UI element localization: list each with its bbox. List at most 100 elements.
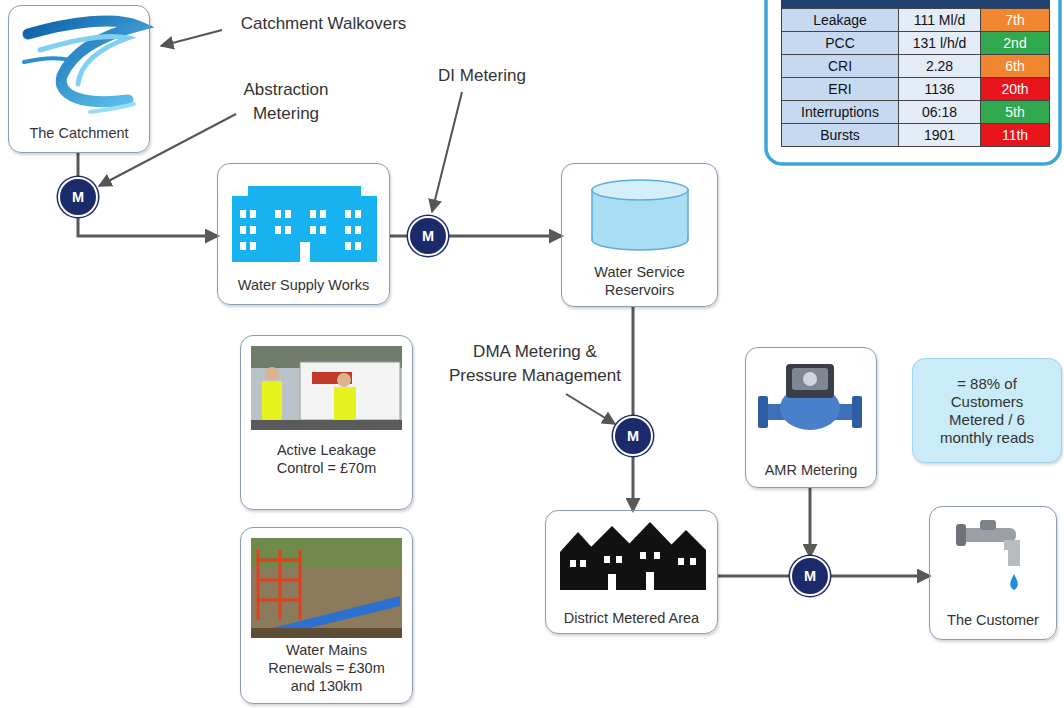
- flow-connector: [77, 153, 80, 177]
- houses-icon: [590, 526, 634, 590]
- river-icon: [40, 37, 128, 85]
- meter-circle: M: [790, 556, 830, 596]
- building-icon: [240, 210, 246, 218]
- renewals-photo: [251, 538, 402, 638]
- flow-connector: [809, 488, 812, 556]
- meter-letter: M: [422, 224, 434, 248]
- leakage-box: Active Leakage Control = £70m: [240, 335, 413, 510]
- reservoir-box: Water Service Reservoirs: [561, 163, 718, 307]
- leakage-photo: [262, 381, 282, 421]
- building-icon: [355, 242, 361, 250]
- building-icon: [240, 226, 246, 234]
- node-text: District Metered Area: [552, 609, 712, 627]
- leakage-photo: [265, 367, 279, 381]
- houses-icon: [678, 558, 684, 565]
- flow-connector: [830, 575, 929, 578]
- leakage-photo: [251, 346, 402, 430]
- meter-icon: [786, 364, 834, 398]
- table-cell: 131 l/h/d: [898, 31, 981, 55]
- table-cell: 1136: [898, 77, 981, 101]
- river-icon: [90, 104, 134, 112]
- table-panel: [766, 0, 1060, 164]
- table-panel: [781, 0, 898, 8]
- houses-icon: [666, 530, 706, 590]
- building-icon: [275, 210, 281, 218]
- leakage-photo: [337, 373, 351, 387]
- meter-circle: M: [613, 416, 653, 456]
- node-text: The Customer: [934, 611, 1052, 629]
- river-icon: [28, 21, 138, 102]
- table-cell: 06:18: [898, 100, 981, 124]
- node-text: The Catchment: [17, 124, 141, 142]
- renewals-photo: [251, 538, 402, 568]
- building-icon: [310, 226, 316, 234]
- houses-icon: [690, 558, 696, 565]
- houses-icon: [560, 522, 706, 590]
- leader-line: [432, 92, 462, 212]
- building-icon: [310, 210, 316, 218]
- building-icon: [285, 226, 291, 234]
- node-text: Water Supply Works: [226, 276, 381, 294]
- table-cell: 7th: [980, 8, 1050, 32]
- meter-icon: [803, 372, 817, 386]
- table-cell: PCC: [781, 31, 899, 55]
- building-icon: [240, 242, 246, 250]
- flow-connector: [78, 217, 217, 236]
- building-icon: [240, 210, 361, 262]
- building-icon: [345, 226, 351, 234]
- works-box: Water Supply Works: [217, 163, 390, 305]
- node-text: AMR Metering: [751, 461, 871, 479]
- houses-icon: [580, 560, 586, 567]
- callout-label: DI Metering: [432, 64, 532, 88]
- tap-icon: [1004, 540, 1020, 566]
- leader-line: [99, 30, 615, 424]
- renewals-photo: [258, 599, 300, 602]
- table-panel: [766, 0, 1060, 164]
- building-icon: [250, 210, 256, 218]
- table-cell: 2nd: [980, 31, 1050, 55]
- tap-icon: [1010, 574, 1018, 590]
- leader-line: [99, 114, 236, 186]
- houses-icon: [616, 556, 622, 563]
- table-cell: 20th: [980, 77, 1050, 101]
- node-text: = 88% of Customers Metered / 6 monthly r…: [925, 375, 1049, 447]
- node-text: Water Mains Renewals = £30m and 130km: [257, 641, 397, 695]
- building-icon: [250, 242, 256, 250]
- callout-label: Abstraction Metering: [216, 78, 356, 126]
- building-icon: [250, 226, 256, 234]
- houses-icon: [570, 560, 576, 567]
- table-cell: 11th: [980, 123, 1050, 147]
- meter-letter: M: [72, 185, 84, 209]
- table-cell: Leakage: [781, 8, 899, 32]
- flow-connector: [632, 456, 635, 510]
- node-text: Water Service Reservoirs: [577, 263, 702, 299]
- meter-icon: [852, 396, 862, 428]
- houses-icon: [640, 552, 646, 559]
- leakage-photo: [334, 387, 356, 423]
- callout-label: DMA Metering & Pressure Management: [440, 340, 630, 388]
- building-icon: [320, 226, 326, 234]
- tap-icon: [980, 520, 996, 530]
- flow-connector: [390, 235, 408, 238]
- meter-circle: M: [408, 216, 448, 256]
- catchment-box: The Catchment: [8, 5, 150, 153]
- table-cell: 6th: [980, 54, 1050, 78]
- building-icon: [345, 210, 351, 218]
- leader-line: [161, 30, 222, 46]
- leakage-photo: [251, 420, 402, 430]
- building-icon: [300, 242, 310, 262]
- reservoir-icon: [592, 180, 688, 200]
- meter-circle: M: [58, 177, 98, 217]
- tap-icon: [956, 520, 1020, 590]
- table-cell: Interruptions: [781, 100, 899, 124]
- reservoir-icon: [592, 180, 688, 250]
- tap-icon: [960, 528, 1016, 542]
- flow-connector: [632, 307, 635, 416]
- river-icon: [24, 21, 138, 112]
- building-icon: [248, 186, 361, 198]
- table-cell: 1901: [898, 123, 981, 147]
- flow-connector: [718, 575, 790, 578]
- table-panel: [898, 0, 980, 8]
- renewals-photo: [299, 550, 302, 620]
